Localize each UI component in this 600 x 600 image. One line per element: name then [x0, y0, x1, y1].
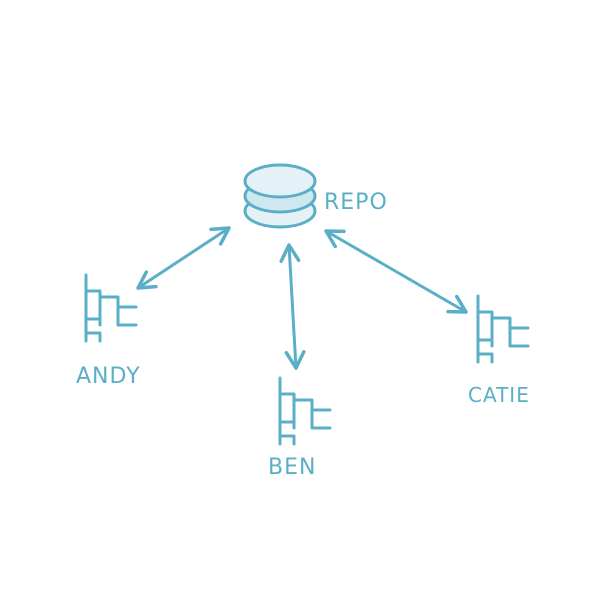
- database-icon: [243, 163, 317, 229]
- repo-label: REPO: [324, 190, 388, 215]
- arrow-repo-catie: [324, 229, 468, 314]
- file-tree-icon: [84, 273, 138, 343]
- database-disk-top: [243, 163, 317, 199]
- user-label-ben: BEN: [268, 455, 316, 480]
- arrow-repo-andy: [136, 226, 231, 290]
- repo-node: REPO: [243, 163, 388, 229]
- connections: [136, 226, 468, 370]
- user-node-ben: BEN: [268, 376, 332, 480]
- arrow-repo-ben: [279, 243, 306, 370]
- user-label-andy: ANDY: [76, 364, 141, 389]
- user-node-catie: CATIE: [468, 294, 530, 407]
- file-tree-icon: [476, 294, 530, 364]
- user-node-andy: ANDY: [76, 273, 141, 389]
- user-label-catie: CATIE: [468, 383, 530, 407]
- file-tree-icon: [278, 376, 332, 446]
